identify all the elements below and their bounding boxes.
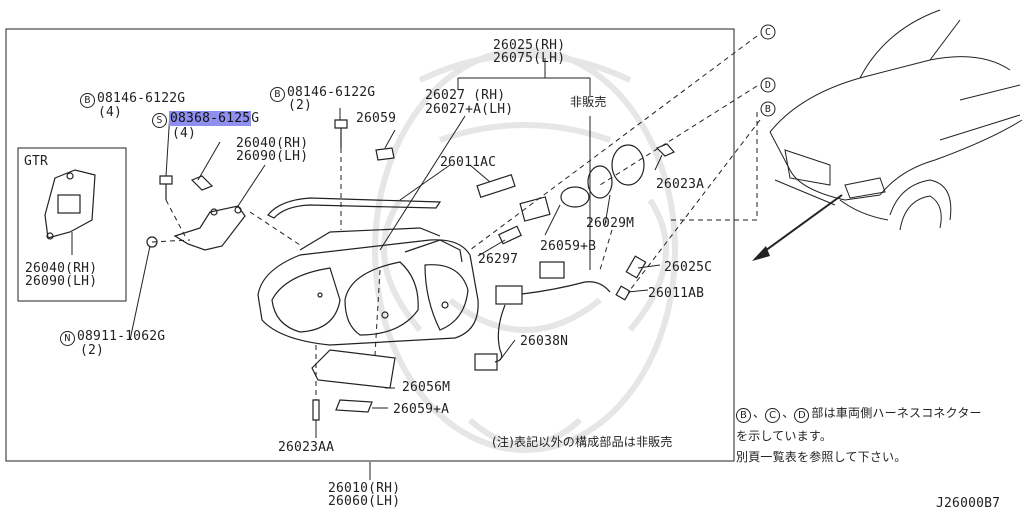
label-gtr-26090: 26090(LH) xyxy=(25,274,98,289)
diagram-id: J26000B7 xyxy=(936,496,1001,510)
label-26023aa: 26023AA xyxy=(278,440,335,455)
label-26025-rh: 26025(RH) xyxy=(493,38,566,53)
label-26059: 26059 xyxy=(356,111,397,126)
note-not-sold: (注)表記以外の構成部品は非販売 xyxy=(492,435,673,449)
main-frame xyxy=(5,28,735,462)
label-bolt-b1-qty: (4) xyxy=(98,105,123,120)
label-26023a: 26023A xyxy=(656,177,705,192)
label-26025c: 26025C xyxy=(664,260,713,275)
side-note-text-1: 部は車両側ハーネスコネクター xyxy=(811,406,982,420)
side-note-line-2: を示しています。 xyxy=(736,429,833,443)
label-26075-lh: 26075(LH) xyxy=(493,51,566,66)
callout-b-letter: B xyxy=(764,104,772,115)
callout-c-letter: C xyxy=(764,27,772,38)
watermark-emblem xyxy=(372,47,678,453)
circle-s-icon: S xyxy=(152,113,167,128)
circle-n-icon: N xyxy=(60,331,75,346)
screw-suffix: G xyxy=(251,111,260,126)
label-screw-qty: (4) xyxy=(172,126,197,141)
trim-strip xyxy=(267,197,442,219)
label-26040-rh: 26040(RH) xyxy=(236,136,309,151)
label-26060-lh: 26060(LH) xyxy=(328,494,401,509)
car-illustration xyxy=(769,9,1023,231)
label-26011ab: 26011AB xyxy=(648,286,705,301)
circle-b-icon: B xyxy=(270,87,285,102)
label-bolt-b2-qty: (2) xyxy=(288,98,313,113)
callout-circles xyxy=(760,24,776,117)
label-26059b: 26059+B xyxy=(540,239,597,254)
side-note-line-3: 別頁一覧表を参照して下さい。 xyxy=(736,450,907,464)
highlighted-part-number[interactable]: 08368-6125 xyxy=(169,111,252,126)
label-26027-rh: 26027 (RH) xyxy=(425,88,506,103)
bulbs-and-sockets xyxy=(476,144,647,301)
circle-c-icon: C xyxy=(765,408,781,423)
side-marker xyxy=(311,349,396,413)
bracket-part xyxy=(173,205,246,251)
circle-b-icon: B xyxy=(736,408,751,423)
label-26027a-lh: 26027+A(LH) xyxy=(425,102,514,117)
label-26059 xyxy=(375,147,395,161)
label-gtr-26040: 26040(RH) xyxy=(25,261,98,276)
label-26011ac: 26011AC xyxy=(440,155,497,170)
fasteners xyxy=(146,119,675,421)
gtr-bracket xyxy=(44,169,96,240)
label-not-sold: 非販売 xyxy=(570,95,607,109)
label-26038n: 26038N xyxy=(520,334,569,349)
dashed-lines xyxy=(151,35,761,400)
gtr-inset-frame xyxy=(17,147,127,302)
label-26090-lh: 26090(LH) xyxy=(236,149,309,164)
bolt1-number: 08146-6122G xyxy=(97,91,186,106)
pointer-arrow xyxy=(752,194,843,261)
label-26010-rh: 26010(RH) xyxy=(328,481,401,496)
nut-number: 08911-1062G xyxy=(77,329,166,344)
circle-b-icon: B xyxy=(80,93,95,108)
headlamp-assembly xyxy=(257,227,479,346)
label-26059a: 26059+A xyxy=(393,402,450,417)
circle-d-icon: D xyxy=(794,408,810,423)
label-gtr: GTR xyxy=(24,154,49,169)
label-26029m: 26029M xyxy=(586,216,635,231)
label-26297: 26297 xyxy=(478,252,519,267)
label-26056m: 26056M xyxy=(402,380,451,395)
bolt2-number: 08146-6122G xyxy=(287,85,376,100)
wiring-harness xyxy=(474,281,611,371)
label-nut-qty: (2) xyxy=(80,343,105,358)
callout-d-letter: D xyxy=(764,80,772,91)
